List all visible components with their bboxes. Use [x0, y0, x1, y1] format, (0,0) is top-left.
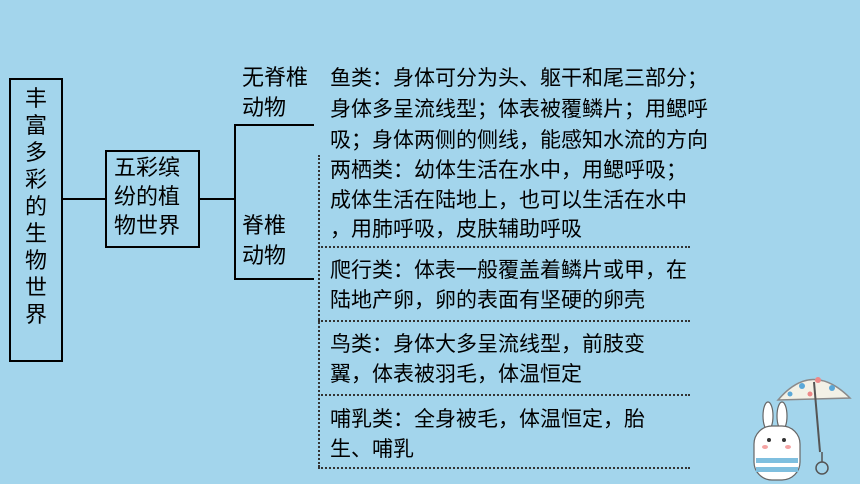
- fish-line-1: 鱼类：身体可分为头、躯干和尾三部分；: [330, 66, 708, 90]
- divider-reptile-bird: [318, 320, 690, 322]
- root-title: 丰富多 彩的生 物世界: [24, 87, 47, 328]
- bird-line-2: 翼，体表被羽毛，体温恒定: [330, 362, 582, 386]
- divider-amphibian-reptile: [318, 246, 690, 248]
- vertebrate-label-2: 动物: [242, 244, 287, 269]
- mammal-line-2: 生、哺乳: [330, 437, 414, 461]
- branch-box: 五彩缤 纷的植 物世界: [105, 150, 200, 248]
- divider-bird-mammal: [318, 394, 690, 396]
- fish-line-2: 身体多呈流线型；体表被覆鳞片；用鳃呼: [330, 97, 708, 121]
- reptile-line-2: 陆地产卵，卵的表面有坚硬的卵壳: [330, 288, 645, 312]
- bird-line-1: 鸟类：身体大多呈流线型，前肢变: [330, 332, 645, 356]
- fish-line-3: 吸；身体两侧的侧线，能感知水流的方向: [330, 128, 708, 152]
- bracket-bottom: [234, 278, 314, 280]
- dotted-bottom-border: [318, 467, 690, 469]
- vertebrate-label-1: 脊椎: [242, 214, 287, 239]
- bracket-top: [234, 124, 314, 126]
- bracket-vertical: [234, 124, 236, 280]
- amphibian-line-3: ，用肺呼吸，皮肤辅助呼吸: [330, 217, 582, 241]
- mammal-line-1: 哺乳类：全身被毛，体温恒定，胎: [330, 407, 645, 431]
- invertebrate-label-2: 动物: [242, 96, 287, 121]
- invertebrate-label-1: 无脊椎: [242, 66, 309, 91]
- rabbit-umbrella-illustration: [753, 377, 852, 481]
- root-box: 丰富多 彩的生 物世界: [9, 78, 63, 362]
- amphibian-line-2: 成体生活在陆地上，也可以生活在水中: [330, 188, 687, 212]
- branch-line-2: 纷的植: [114, 185, 181, 210]
- amphibian-line-1: 两栖类：幼体生活在水中，用鳃呼吸；: [330, 158, 687, 182]
- branch-line-1: 五彩缤: [114, 156, 181, 181]
- connector-root-branch: [63, 198, 105, 200]
- connector-branch-bracket: [200, 198, 236, 200]
- dotted-left-border: [318, 155, 320, 467]
- branch-line-3: 物世界: [114, 214, 181, 239]
- reptile-line-1: 爬行类：体表一般覆盖着鳞片或甲，在: [330, 258, 687, 282]
